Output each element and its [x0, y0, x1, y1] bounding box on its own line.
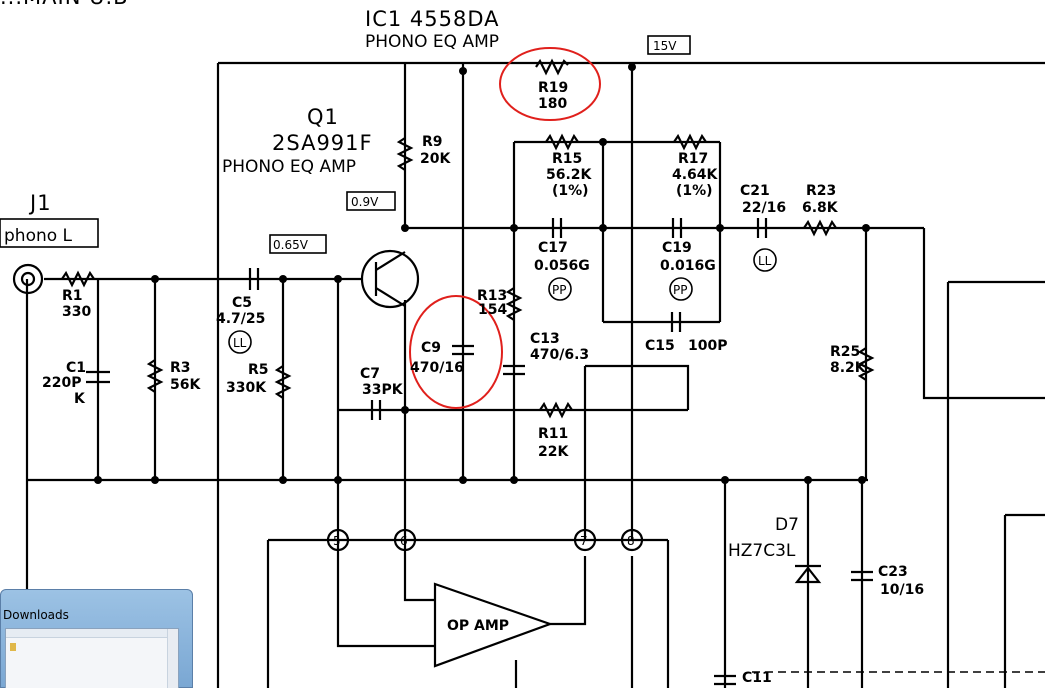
downloads-window-title: Downloads [3, 608, 69, 622]
pin-6: 6 [400, 534, 408, 548]
r17-value: 4.64K [672, 167, 719, 183]
d7-value: HZ7C3L [728, 541, 796, 561]
wires [25, 61, 1045, 688]
downloads-window[interactable]: Downloads [0, 589, 193, 688]
c19-badge: PP [673, 283, 687, 297]
r19-value: 180 [538, 96, 567, 112]
r5-value: 330K [226, 380, 267, 396]
r11-value: 22K [538, 444, 569, 460]
r13-ref: R13 [477, 288, 507, 304]
c21-ref: C21 [740, 183, 770, 199]
jack-label: phono L [4, 226, 73, 246]
folder-icon [10, 643, 16, 651]
r9-ref: R9 [422, 134, 443, 150]
r3-value: 56K [170, 377, 201, 393]
r17-ref: R17 [678, 151, 708, 167]
base-voltage: 0.65V [273, 238, 309, 252]
c23-value: 10/16 [880, 582, 924, 598]
downloads-window-body[interactable] [5, 628, 179, 688]
r1-ref: R1 [62, 288, 83, 304]
c17-ref: C17 [538, 240, 568, 256]
junction-dots [94, 63, 870, 484]
r5-ref: R5 [248, 362, 269, 378]
base-voltage-box [269, 234, 327, 254]
c21-badge: LL [758, 254, 772, 268]
c5-ref: C5 [232, 295, 252, 311]
supply-voltage: 15V [653, 39, 677, 53]
c7-value: 33PK [362, 382, 404, 398]
ic-title: IC1 4558DA [365, 7, 500, 31]
opamp-pin-circles [326, 528, 644, 552]
c15-value: 100P [688, 338, 727, 354]
r13-value: 154 [478, 302, 507, 318]
collector-voltage: 0.9V [351, 195, 379, 209]
q1-part: 2SA991F [272, 131, 373, 155]
ic-subtitle: PHONO EQ AMP [365, 32, 499, 52]
c11-ref: C11 [742, 670, 772, 686]
c1-value: 220P [42, 375, 81, 391]
op-amp-symbol [433, 582, 554, 668]
opamp-label: OP AMP [447, 618, 509, 634]
c15-ref: C15 [645, 338, 675, 354]
downloads-toolbar [6, 629, 178, 638]
phono-jack-symbol [12, 263, 44, 295]
c13-value: 470/6.3 [530, 347, 589, 363]
q1-transistor-symbol [360, 249, 420, 309]
q1-func: PHONO EQ AMP [222, 157, 356, 177]
c9-ref: C9 [421, 340, 441, 356]
resistor-symbols [61, 58, 875, 419]
c7-ref: C7 [360, 366, 380, 382]
jack-label-box [0, 218, 99, 248]
c5-badge: LL [233, 336, 247, 350]
downloads-scrollbar[interactable] [167, 629, 178, 688]
d7-ref: D7 [775, 515, 799, 535]
top-partial-title: ...MAIN U.B [0, 0, 129, 9]
c17-badge: PP [552, 283, 566, 297]
r19-ref: R19 [538, 80, 568, 96]
collector-voltage-box [346, 191, 396, 211]
pin-8: 8 [627, 534, 635, 548]
c1-ref: C1 [66, 360, 86, 376]
jack-ref: J1 [28, 191, 52, 215]
c21-value: 22/16 [742, 200, 786, 216]
c13-ref: C13 [530, 331, 560, 347]
c19-ref: C19 [662, 240, 692, 256]
badge-circles [228, 248, 777, 354]
c9-value: 470/16 [410, 360, 464, 376]
r15-ref: R15 [552, 151, 582, 167]
r23-value: 6.8K [802, 200, 839, 216]
r15-tol: (1%) [552, 183, 589, 199]
r25-value: 8.2K [830, 360, 867, 376]
r23-ref: R23 [806, 183, 836, 199]
c23-ref: C23 [878, 564, 908, 580]
r25-ref: R25 [830, 344, 860, 360]
d7-zener-symbol [794, 564, 822, 584]
annotation-circle-r19 [499, 47, 601, 121]
q1-ref: Q1 [307, 105, 339, 129]
c17-value: 0.056G [534, 258, 590, 274]
pin-7: 7 [580, 534, 588, 548]
c5-value: 4.7/25 [216, 311, 265, 327]
r17-tol: (1%) [676, 183, 713, 199]
supply-voltage-box [647, 35, 691, 55]
r3-ref: R3 [170, 360, 191, 376]
annotation-circle-c9 [409, 295, 503, 409]
c19-value: 0.016G [660, 258, 716, 274]
r15-value: 56.2K [546, 167, 593, 183]
r11-ref: R11 [538, 426, 568, 442]
r1-value: 330 [62, 304, 91, 320]
r9-value: 20K [420, 151, 451, 167]
c1-extra: K [74, 391, 86, 407]
pin-5: 5 [333, 534, 341, 548]
capacitor-symbols [86, 218, 873, 686]
